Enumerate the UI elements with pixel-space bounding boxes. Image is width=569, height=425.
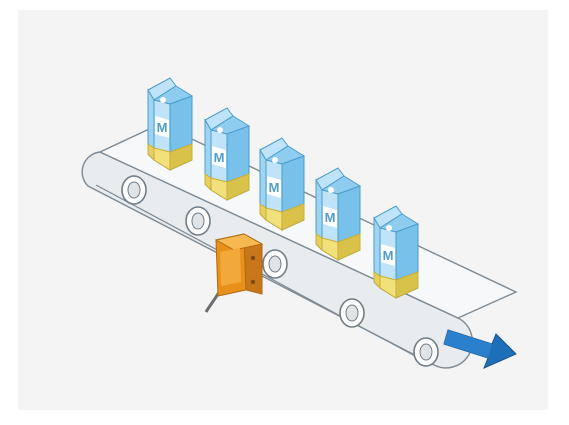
milk-carton-icon: M	[259, 137, 305, 231]
photoelectric-sensor-icon	[204, 233, 264, 313]
direction-arrow-icon	[443, 329, 517, 369]
milk-carton-icon: M	[147, 77, 193, 171]
belt-return-edge	[95, 184, 431, 365]
carton-logo: M	[325, 210, 336, 225]
milk-carton-icon: M	[204, 107, 250, 201]
milk-carton-icon: M	[373, 205, 419, 299]
roller	[185, 206, 211, 236]
carton-logo: M	[214, 150, 225, 165]
carton-logo: M	[157, 120, 168, 135]
roller	[413, 337, 439, 367]
carton-logo: M	[269, 180, 280, 195]
roller	[262, 249, 288, 279]
roller	[339, 298, 365, 328]
roller	[121, 175, 147, 205]
milk-carton-icon: M	[315, 167, 361, 261]
carton-logo: M	[383, 248, 394, 263]
